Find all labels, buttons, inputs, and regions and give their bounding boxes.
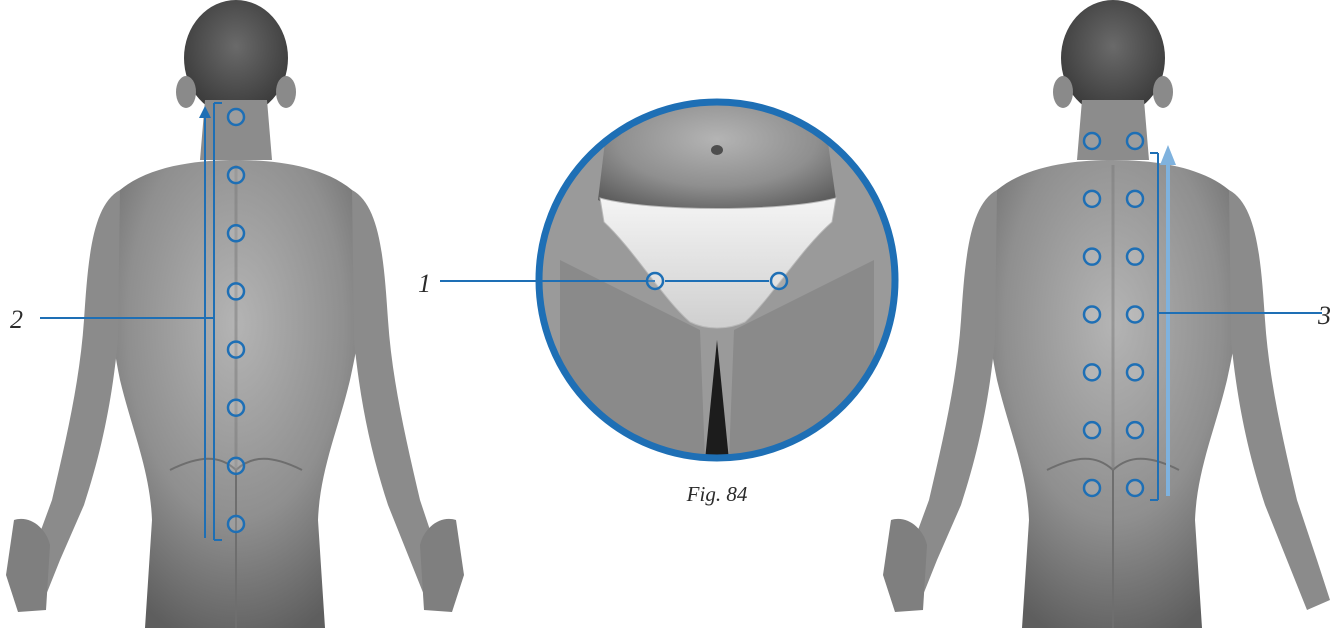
left-acupoint-3 — [228, 225, 244, 241]
right-acupoint-2-left — [1084, 191, 1100, 207]
figure-caption: Fig. 84 — [686, 482, 748, 506]
label-1: 1 — [418, 269, 431, 298]
left-acupoint-4 — [228, 283, 244, 299]
center-acupoint-1 — [647, 273, 663, 289]
right-figure-arm-right — [1229, 190, 1330, 610]
right-head-hair — [1061, 0, 1165, 116]
left-acupoint-7 — [228, 458, 244, 474]
right-acupoint-6-left — [1084, 422, 1100, 438]
navel — [711, 145, 723, 155]
right-acupoint-7-right — [1127, 480, 1143, 496]
left-acupoint-2 — [228, 167, 244, 183]
left-acupoint-8 — [228, 516, 244, 532]
right-acupoint-1-right — [1127, 133, 1143, 149]
pelvis-inset — [440, 100, 905, 460]
right-acupoint-6-right — [1127, 422, 1143, 438]
center-acupoint-2 — [771, 273, 787, 289]
right-acupoint-7-left — [1084, 480, 1100, 496]
right-acupoint-1-left — [1084, 133, 1100, 149]
right-acupoint-5-right — [1127, 364, 1143, 380]
right-acupoint-2-right — [1127, 191, 1143, 207]
left-acupoint-5 — [228, 342, 244, 358]
label-2: 2 — [10, 305, 23, 334]
left-acupoint-6 — [228, 400, 244, 416]
right-acupoint-4-right — [1127, 307, 1143, 323]
right-acupoint-4-left — [1084, 307, 1100, 323]
right-acupoint-5-left — [1084, 364, 1100, 380]
right-acupoint-3-right — [1127, 249, 1143, 265]
left-body-back-view — [6, 0, 464, 628]
label-3: 3 — [1317, 301, 1330, 330]
left-acupoint-1 — [228, 109, 244, 125]
left-head-hair — [184, 0, 288, 116]
right-acupoint-3-left — [1084, 249, 1100, 265]
